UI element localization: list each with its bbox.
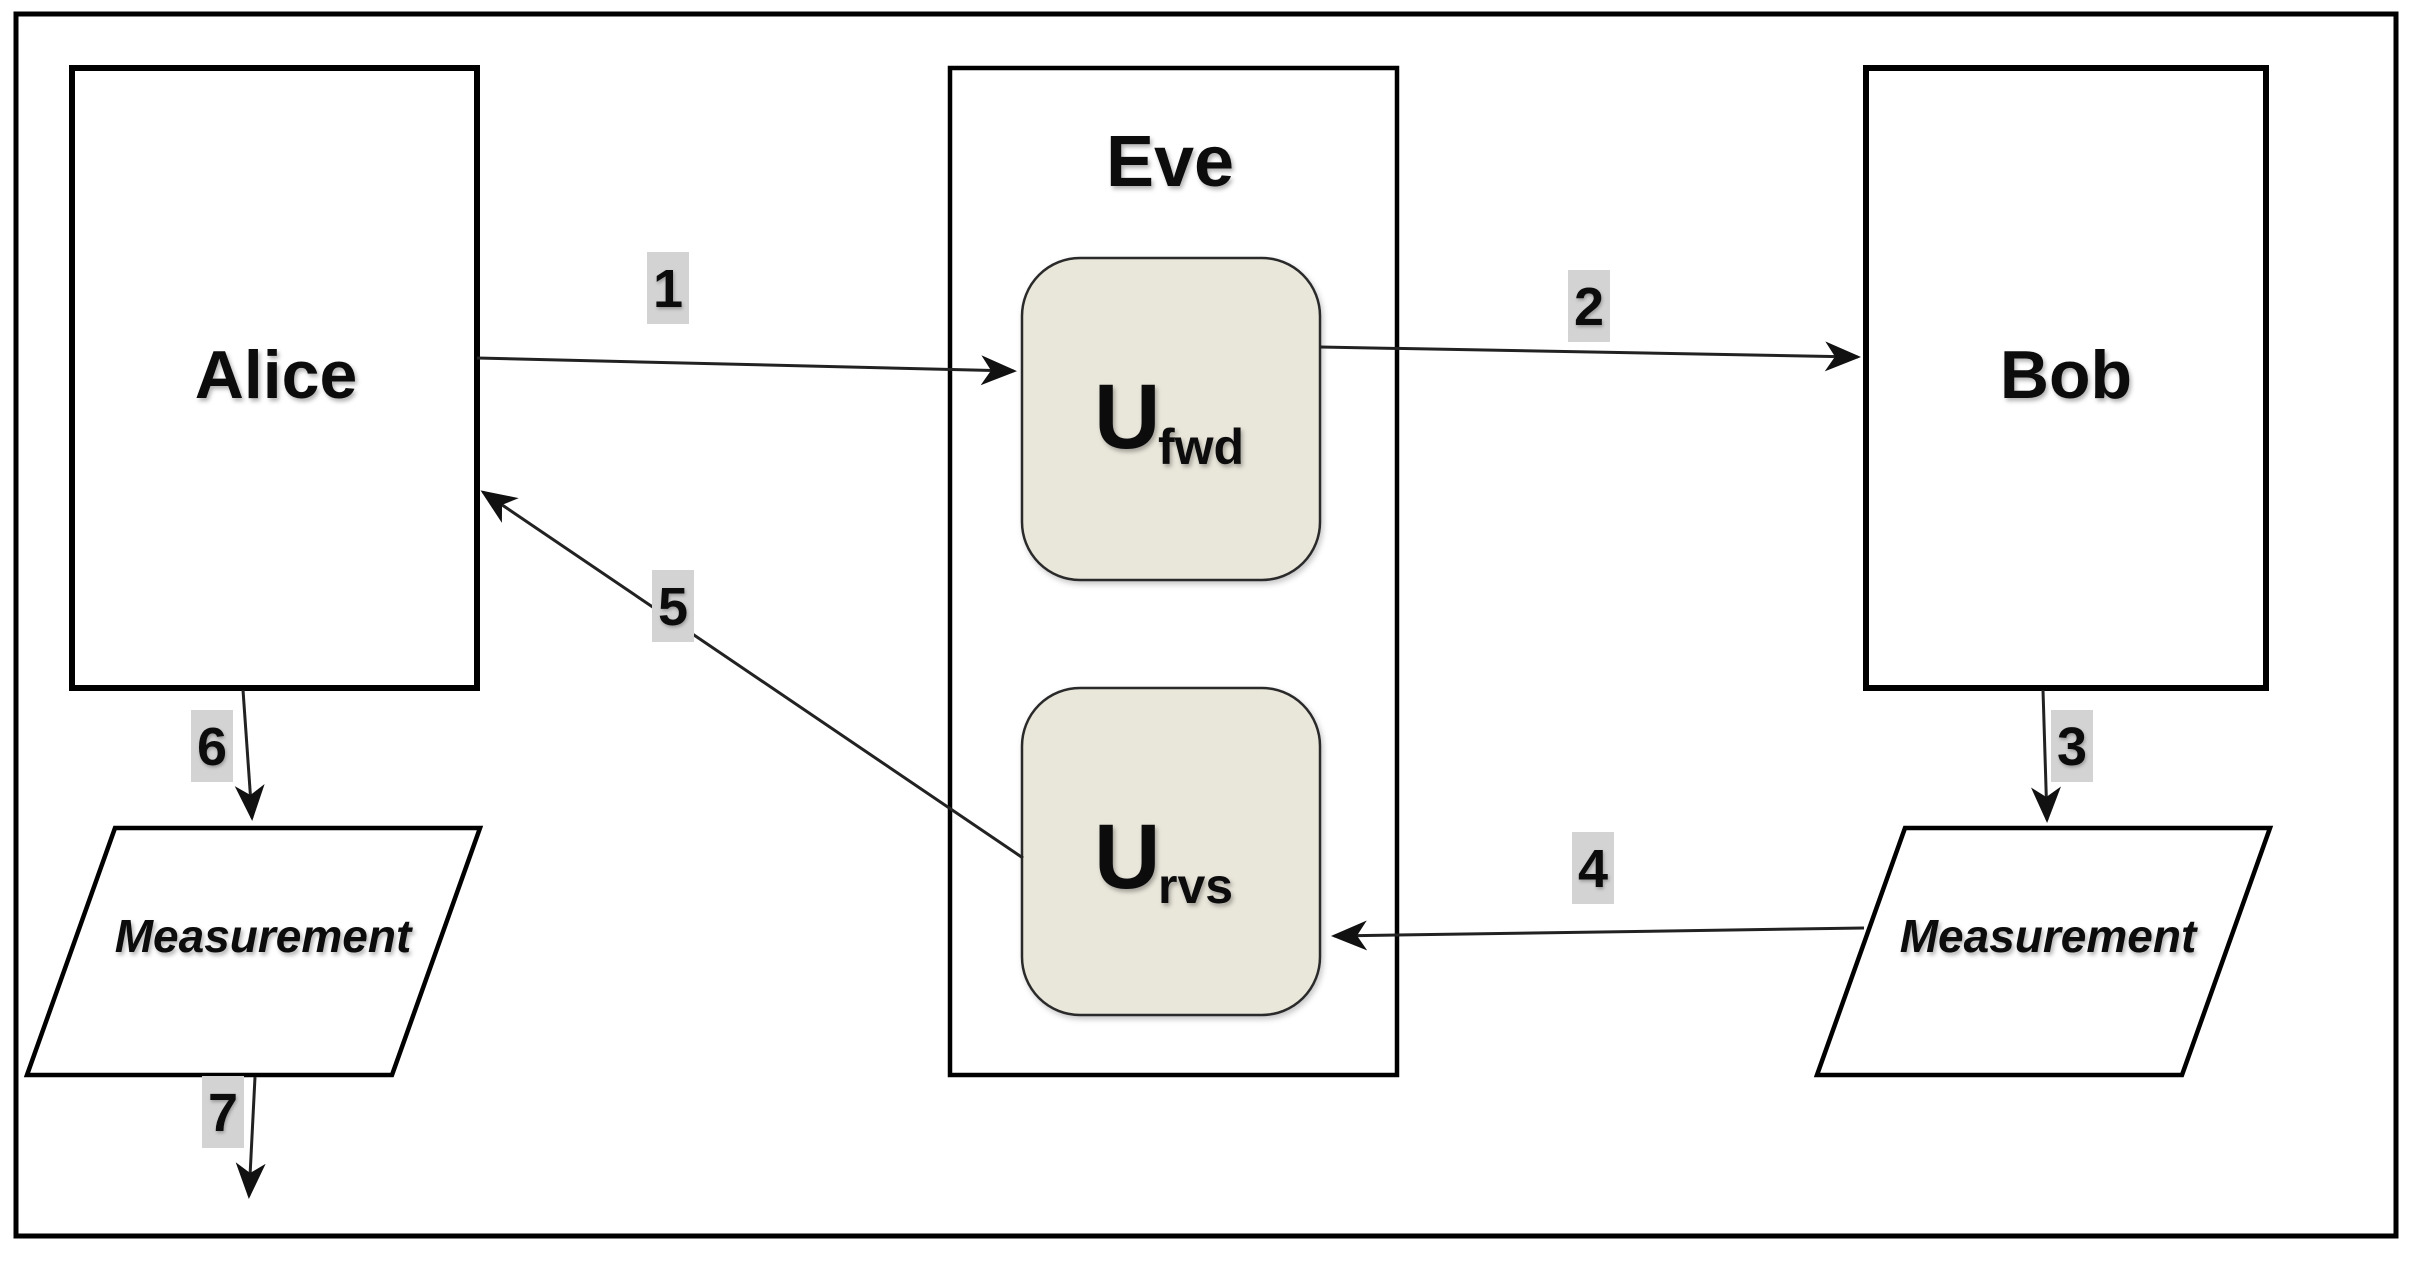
outer-border	[13, 11, 2399, 1239]
arrow-label-4-group: 4	[1572, 832, 1614, 904]
arrow-label-1-group: 1	[647, 252, 689, 324]
arrow-label-1-bg	[647, 252, 689, 324]
arrow-7-line	[235, 1076, 266, 1199]
arrow-3-line	[2030, 689, 2061, 823]
alice-box	[69, 65, 480, 691]
arrow-label-7: 7	[208, 1083, 238, 1143]
arrow-label-4: 4	[1578, 839, 1608, 899]
arrow-label-2-bg	[1568, 270, 1610, 342]
arrow-label-3-bg	[2051, 710, 2093, 782]
arrow-1-line	[476, 355, 1017, 386]
measurement-right-label: Measurement	[1900, 910, 2198, 962]
arrow-label-2: 2	[1574, 277, 1604, 337]
arrow-label-6: 6	[197, 717, 227, 777]
u-fwd-box	[1020, 256, 1322, 582]
arrow-2-line	[1319, 341, 1861, 372]
arrow-6-line	[234, 689, 265, 821]
eve-label: Eve	[1106, 122, 1234, 202]
u-rvs-subscript: rvs	[1158, 858, 1233, 914]
arrow-4-line	[1331, 920, 1865, 951]
arrow-label-7-bg	[202, 1076, 244, 1148]
u-rvs-box	[1020, 686, 1322, 1017]
arrow-label-7-group: 7	[202, 1076, 244, 1148]
arrow-label-4-bg	[1572, 832, 1614, 904]
arrow-label-5-group: 5	[652, 570, 694, 642]
u-rvs-label: U	[1094, 806, 1160, 908]
arrow-label-1: 1	[653, 259, 683, 319]
arrow-label-5: 5	[658, 577, 688, 637]
arrow-label-6-bg	[191, 710, 233, 782]
arrow-label-6-group: 6	[191, 710, 233, 782]
eve-box	[947, 65, 1400, 1078]
arrow-label-3: 3	[2057, 717, 2087, 777]
u-fwd-label: U	[1094, 366, 1160, 468]
arrow-label-2-group: 2	[1568, 270, 1610, 342]
arrow-5-line	[480, 490, 1024, 860]
alice-label: Alice	[195, 337, 358, 413]
measurement-left-shape	[23, 825, 484, 1078]
u-fwd-subscript: fwd	[1158, 419, 1244, 475]
arrow-label-5-bg	[652, 570, 694, 642]
measurement-left-label: Measurement	[115, 910, 413, 962]
bob-label: Bob	[2000, 337, 2132, 413]
arrow-label-3-group: 3	[2051, 710, 2093, 782]
measurement-right-shape	[1813, 825, 2274, 1078]
bob-box	[1863, 65, 2269, 691]
